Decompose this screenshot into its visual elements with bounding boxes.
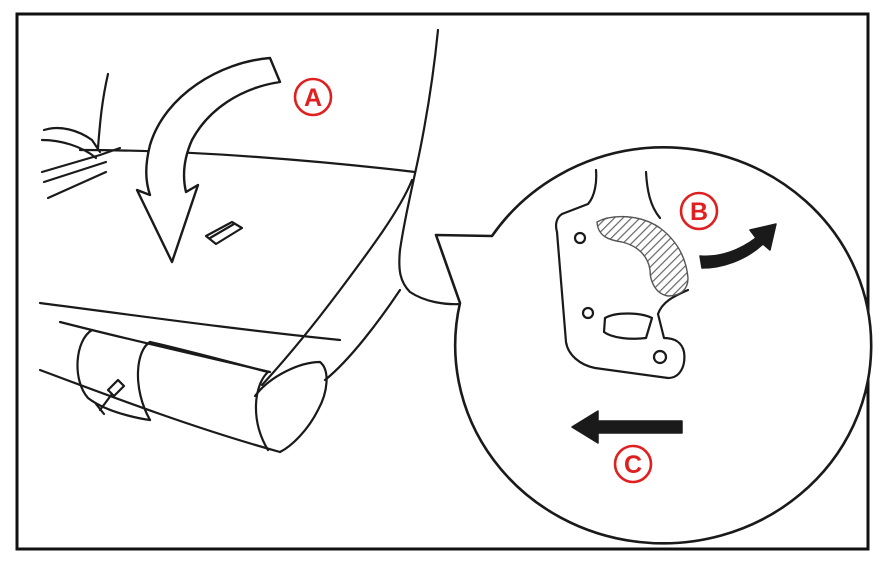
hinge-structure xyxy=(96,72,110,150)
magnifier-outline xyxy=(434,146,873,545)
callout-c: C xyxy=(613,444,653,484)
latch-slot xyxy=(204,220,244,246)
latch-bracket xyxy=(554,168,690,380)
callout-c-label: C xyxy=(624,451,642,479)
cushion-bottom-line xyxy=(38,368,282,454)
hatched-hook xyxy=(596,215,689,297)
left-arrow-icon xyxy=(571,410,683,444)
callout-b: B xyxy=(679,191,719,231)
seat-drawing xyxy=(38,28,464,454)
curved-down-arrow-icon xyxy=(135,56,282,264)
callout-b-label: B xyxy=(690,198,708,226)
callout-a-label: A xyxy=(304,84,322,112)
cushion-top-line xyxy=(38,301,342,342)
callout-a: A xyxy=(293,77,333,117)
cushion-roll-left xyxy=(76,328,152,422)
detail-magnifier xyxy=(434,146,873,545)
clip-icon xyxy=(94,378,126,416)
seatback-edge xyxy=(398,28,464,306)
curved-up-right-arrow-icon xyxy=(699,223,777,269)
seatback-fold-line xyxy=(78,148,417,174)
cushion-right-edge xyxy=(260,178,414,387)
